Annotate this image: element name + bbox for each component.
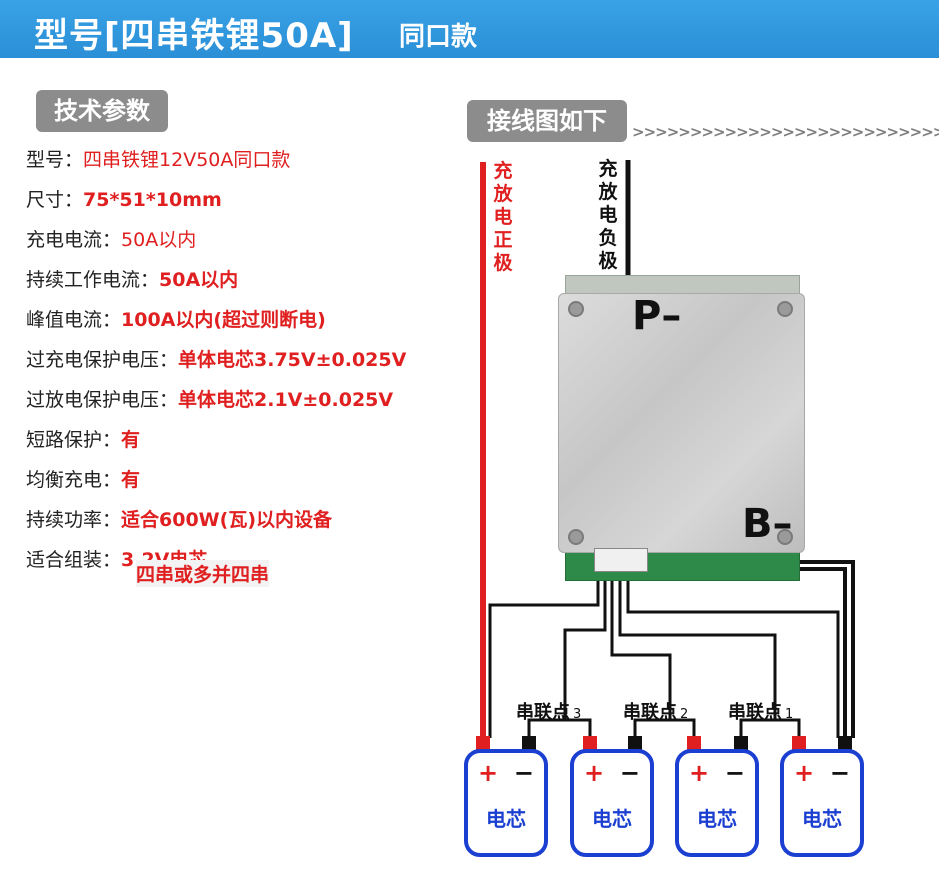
screw-icon	[777, 301, 793, 317]
spec-value: 75*51*10mm	[83, 189, 222, 211]
spec-label: 持续工作电流：	[26, 269, 160, 291]
cell-label: 电芯	[697, 807, 737, 831]
balance-wire	[488, 570, 600, 738]
model-subtitle: 同口款	[399, 22, 478, 52]
cell-label: 电芯	[486, 807, 526, 831]
p-terminal-label: P–	[632, 293, 682, 339]
assembly-extra: 四串或多并四串	[136, 560, 270, 587]
series-node-label: 串联点	[728, 702, 782, 723]
spec-value: 100A以内(超过则断电)	[121, 309, 326, 331]
screw-icon	[568, 529, 584, 545]
spec-label: 峰值电流：	[26, 309, 122, 331]
screw-icon	[568, 301, 584, 317]
series-link-3	[527, 718, 592, 738]
wiring-diagram-label: 接线图如下	[467, 100, 627, 142]
minus-icon: −	[724, 759, 745, 787]
cell-positive-terminal	[476, 736, 490, 750]
spec-list: 型号：四串铁锂12V50A同口款 尺寸：75*51*10mm 充电电流：50A以…	[26, 145, 466, 585]
title-banner: 型号[四串铁锂50A] 同口款	[0, 0, 939, 58]
balance-wire	[563, 570, 607, 720]
battery-cell-1: + − 电芯	[464, 749, 548, 857]
spec-value: 单体电芯3.75V±0.025V	[178, 349, 407, 371]
series-node-label: 串联点	[623, 702, 677, 723]
spec-label: 持续功率：	[26, 509, 122, 531]
spec-row-power: 持续功率：适合600W(瓦)以内设备	[26, 505, 466, 545]
spec-value: 适合600W(瓦)以内设备	[121, 509, 333, 531]
spec-row-overcharge: 过充电保护电压：单体电芯3.75V±0.025V	[26, 345, 466, 385]
battery-cell-2: + − 电芯	[570, 749, 654, 857]
spec-row-model: 型号：四串铁锂12V50A同口款	[26, 145, 466, 185]
cell-label: 电芯	[802, 807, 842, 831]
balance-wire	[610, 570, 672, 720]
screw-icon	[777, 529, 793, 545]
heatsink-plate	[558, 293, 805, 553]
spec-label: 过充电保护电压：	[26, 349, 179, 371]
spec-row-balancing: 均衡充电：有	[26, 465, 466, 505]
cell-negative-terminal	[522, 736, 536, 750]
battery-cell-4: + − 电芯	[780, 749, 864, 857]
neg-lead-label: 充放电负极	[598, 158, 618, 272]
spec-label: 短路保护：	[26, 429, 122, 451]
spec-label: 过放电保护电压：	[26, 389, 179, 411]
spec-value: 四串铁锂12V50A同口款	[83, 149, 291, 171]
cell-label: 电芯	[592, 807, 632, 831]
balance-connector	[594, 548, 648, 572]
minus-icon: −	[829, 759, 850, 787]
plus-icon: +	[478, 759, 499, 787]
battery-cell-3: + − 电芯	[675, 749, 759, 857]
arrow-decoration: >>>>>>>>>>>>>>>>>>>>>>>>>>>	[632, 123, 939, 141]
minus-icon: −	[619, 759, 640, 787]
spec-row-working-current: 持续工作电流：50A以内	[26, 265, 466, 305]
spec-value: 有	[121, 429, 141, 451]
spec-value: 50A以内	[121, 229, 197, 251]
model-title: 型号[四串铁锂50A]	[34, 16, 354, 56]
b-neg-wire	[790, 560, 855, 738]
spec-row-charge-current: 充电电流：50A以内	[26, 225, 466, 265]
cell-negative-terminal	[838, 736, 852, 750]
spec-value: 有	[121, 469, 141, 491]
spec-label: 适合组装：	[26, 549, 122, 571]
cell-positive-terminal	[687, 736, 701, 750]
spec-label: 尺寸：	[26, 189, 84, 211]
spec-value: 50A以内	[159, 269, 239, 291]
balance-wire	[618, 570, 777, 720]
minus-icon: −	[513, 759, 534, 787]
spec-label: 型号：	[26, 149, 84, 171]
pos-lead-label: 充放电正极	[493, 160, 513, 274]
plus-icon: +	[794, 759, 815, 787]
plus-icon: +	[584, 759, 605, 787]
spec-row-overdischarge: 过放电保护电压：单体电芯2.1V±0.025V	[26, 385, 466, 425]
series-node-number: 1	[785, 707, 794, 722]
spec-row-short-circuit: 短路保护：有	[26, 425, 466, 465]
b-terminal-label: B–	[742, 501, 793, 547]
spec-label: 充电电流：	[26, 229, 122, 251]
series-node-label: 串联点	[516, 702, 570, 723]
cell-positive-terminal	[792, 736, 806, 750]
spec-value: 单体电芯2.1V±0.025V	[178, 389, 394, 411]
cell-positive-terminal	[583, 736, 597, 750]
series-link-1	[739, 718, 801, 738]
b-neg-wire	[790, 567, 847, 738]
series-node-number: 3	[573, 707, 582, 722]
series-link-2	[633, 718, 696, 738]
balance-wire	[626, 570, 840, 738]
tech-params-label: 技术参数	[36, 90, 168, 132]
bms-board: P– B–	[558, 275, 805, 581]
cell-negative-terminal	[628, 736, 642, 750]
spec-row-peak-current: 峰值电流：100A以内(超过则断电)	[26, 305, 466, 345]
spec-label: 均衡充电：	[26, 469, 122, 491]
plus-icon: +	[689, 759, 710, 787]
cell-negative-terminal	[734, 736, 748, 750]
spec-row-size: 尺寸：75*51*10mm	[26, 185, 466, 225]
series-node-number: 2	[680, 707, 689, 722]
